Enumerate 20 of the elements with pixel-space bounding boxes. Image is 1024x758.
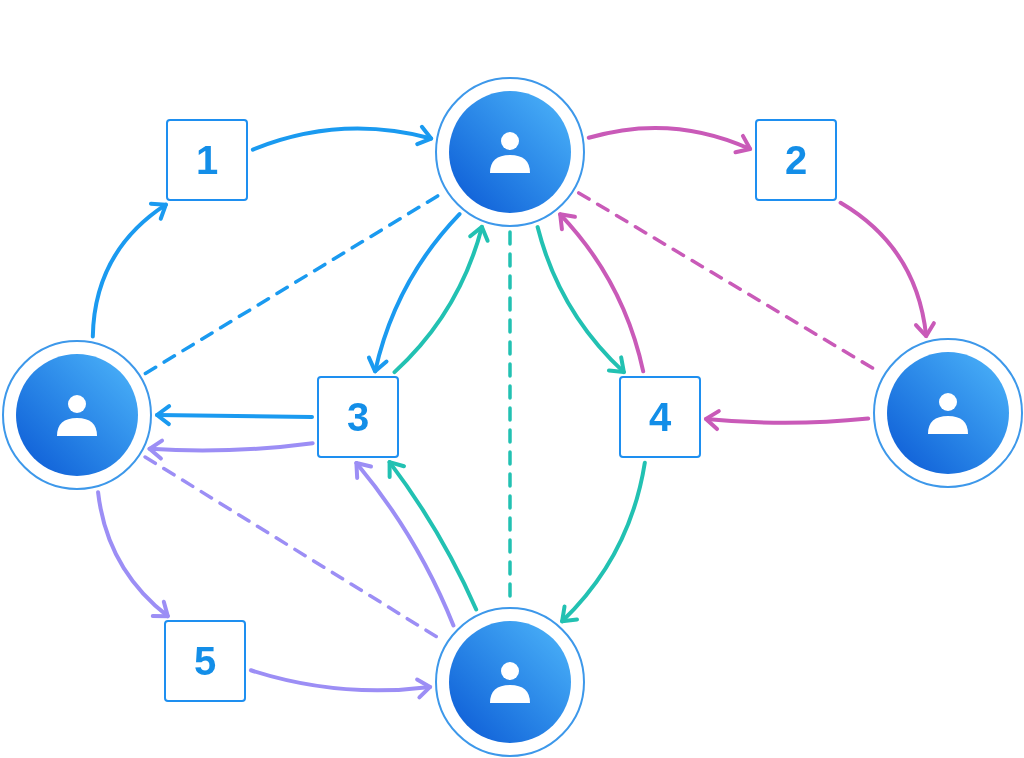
arrow — [535, 225, 626, 375]
number-box: 2 — [755, 119, 837, 201]
arrow — [838, 200, 936, 339]
number-box: 1 — [166, 119, 248, 201]
arrow — [558, 212, 646, 374]
number-box: 3 — [317, 376, 399, 458]
arrow — [90, 202, 168, 339]
number-box: 4 — [619, 376, 701, 458]
arrow — [250, 125, 434, 152]
arrow — [248, 668, 433, 700]
arrow — [586, 125, 753, 155]
arrow — [96, 490, 170, 619]
arrow — [147, 438, 315, 461]
arrow — [155, 404, 314, 427]
arrow — [367, 212, 462, 374]
arrow — [704, 409, 871, 431]
number-box: 5 — [164, 620, 246, 702]
arrow — [560, 460, 647, 624]
arrow — [354, 461, 456, 628]
arrow — [387, 460, 479, 612]
